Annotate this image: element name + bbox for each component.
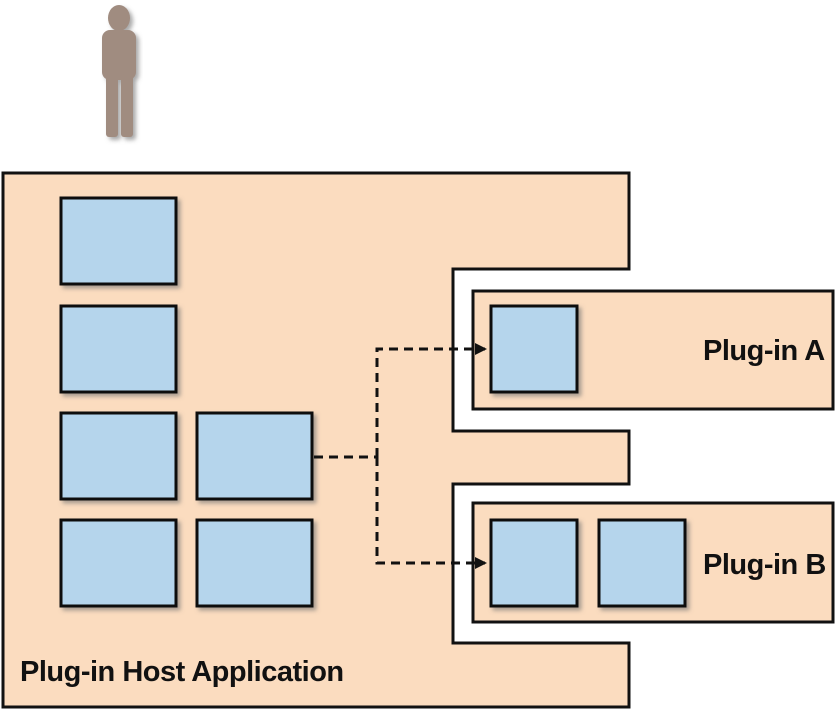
plugin-b-label: Plug-in B [703,549,826,581]
plugin-a-label: Plug-in A [703,335,825,367]
host-module [59,196,178,286]
host-module [195,518,314,608]
host-module [59,518,178,608]
plugin-a-module [489,304,579,394]
plugin-connectors [314,343,487,569]
host-module-extension-point [195,411,314,501]
host-application-label: Plug-in Host Application [20,656,344,688]
plugin-b-module [597,518,687,608]
connector-to-plugin-b [375,457,487,569]
host-modules [59,196,314,608]
host-module [59,304,178,394]
user-figure-icon [102,5,136,137]
connector-to-plugin-a [375,343,487,457]
host-module [59,411,178,501]
plugin-b-module [489,518,579,608]
